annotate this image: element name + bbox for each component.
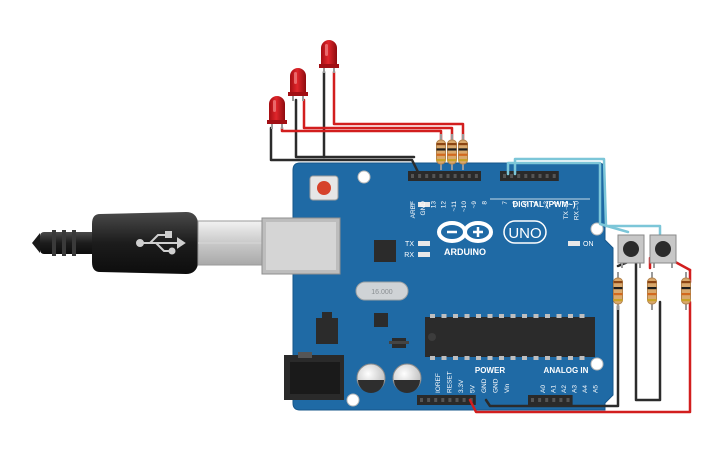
digital-pin-label: GND (420, 201, 427, 216)
small-chip (374, 313, 388, 327)
board-led-rx: RX (404, 252, 430, 259)
atmega-chip (425, 314, 595, 360)
digital-header (500, 171, 559, 181)
analog-header (528, 395, 573, 405)
dc-power-jack (284, 352, 344, 400)
resistor-icon[interactable] (647, 272, 657, 310)
mounting-hole (357, 170, 371, 184)
model-badge (503, 220, 547, 244)
mounting-hole (590, 222, 604, 236)
digital-pin-label: 7 (502, 201, 509, 205)
voltage-regulator (316, 312, 338, 344)
digital-pin-label: ~3 (543, 201, 550, 209)
power-pin-label: GND (493, 378, 500, 393)
capacitor (356, 363, 386, 393)
power-pin-label: IOREF (435, 373, 442, 393)
led-icon[interactable] (288, 68, 308, 101)
digital-pin-label: AREF (410, 201, 417, 218)
wire-black-led-2[interactable] (294, 98, 416, 159)
arduino-uno-board[interactable]: 16.000 L TX RX (261, 162, 614, 411)
led-icon[interactable] (319, 40, 339, 73)
model-label: UNO (508, 225, 541, 242)
power-pin-label: 3.3V (458, 379, 465, 393)
board-led-l: L (410, 202, 430, 209)
board-led-on: ON (568, 241, 594, 248)
usb-symbol-icon (136, 231, 186, 255)
analog-pin-label: A1 (551, 385, 558, 393)
digital-header-label: DIGITAL (PWM~) (512, 200, 575, 209)
resistor-icon[interactable] (681, 272, 691, 310)
crystal-label: 16.000 (371, 289, 393, 296)
digital-pin-label: ~10 (461, 201, 468, 212)
analog-header-label: ANALOG IN (544, 366, 589, 375)
power-header (417, 395, 476, 405)
digital-pin-label: ~6 (512, 201, 519, 209)
wire-red-5v[interactable] (468, 300, 692, 414)
mounting-hole (590, 357, 604, 371)
digital-pin-label: TX→1 (563, 201, 570, 220)
wire-red-led-3[interactable] (332, 70, 465, 142)
crystal-oscillator: 16.000 (355, 281, 409, 301)
analog-pin-label: A0 (540, 385, 547, 393)
digital-pin-label: ~11 (451, 201, 458, 212)
brand-label: ARDUINO (444, 247, 486, 257)
digital-pin-label: ~5 (522, 201, 529, 209)
analog-pin-label: A4 (582, 385, 589, 393)
power-pin-label: Vin (504, 383, 511, 393)
board-led-tx: TX (405, 241, 430, 248)
svg-text:RX: RX (404, 252, 414, 259)
digital-pin-label: 2 (553, 201, 560, 205)
analog-pin-label: A2 (561, 385, 568, 393)
analog-pin-label: A3 (572, 385, 579, 393)
digital-header (408, 171, 481, 181)
digital-pin-label: ~9 (471, 201, 478, 209)
usb-chip (374, 240, 396, 262)
wire-red-led-2[interactable] (302, 98, 454, 142)
power-header-label: POWER (475, 366, 505, 375)
svg-text:TX: TX (405, 241, 414, 248)
usb-cable-icon (32, 212, 263, 274)
svg-text:L: L (410, 202, 414, 209)
pushbutton-icon[interactable] (617, 234, 645, 268)
capacitor (392, 363, 422, 393)
pushbutton-icon[interactable] (649, 234, 677, 268)
digital-pin-label: 8 (481, 201, 488, 205)
led-icon[interactable] (267, 96, 287, 129)
mounting-hole (346, 393, 360, 407)
wire-teal-button-2[interactable] (513, 157, 662, 236)
digital-pin-label: 12 (441, 201, 448, 209)
wire-red-led-1[interactable] (280, 126, 443, 142)
digital-pin-label: 13 (430, 201, 437, 209)
arduino-infinity-logo-icon (437, 221, 493, 243)
digital-pin-label: 4 (533, 201, 540, 205)
reset-button[interactable] (309, 175, 339, 201)
svg-text:ON: ON (583, 241, 594, 248)
power-pin-label: GND (481, 378, 488, 393)
wire-black-gnd-1[interactable] (484, 304, 620, 408)
power-pin-label: RESET (447, 371, 454, 393)
transistor (389, 338, 409, 348)
resistor-icon[interactable] (436, 134, 446, 170)
wire-black-led-1[interactable] (269, 126, 420, 174)
wire-black-gnd-2[interactable] (634, 260, 662, 402)
digital-pin-label: RX←0 (573, 201, 580, 221)
resistor-icon[interactable] (447, 134, 457, 170)
power-pin-label: 5V (470, 384, 477, 393)
analog-pin-label: A5 (593, 385, 600, 393)
resistor-icon[interactable] (613, 272, 623, 310)
resistor-icon[interactable] (458, 134, 468, 170)
